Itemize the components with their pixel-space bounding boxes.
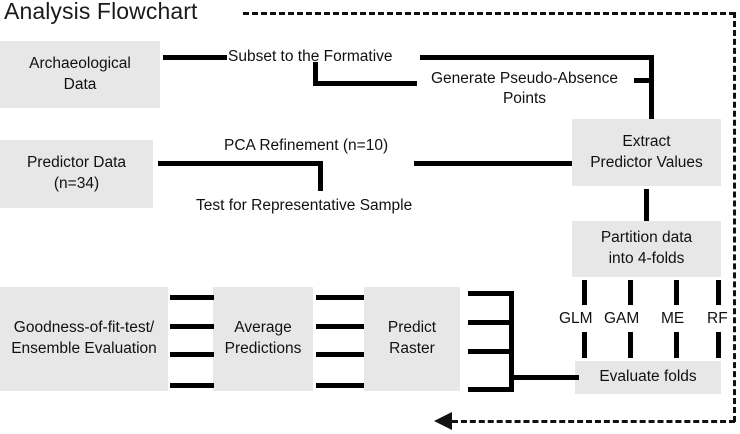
edge-model-gam-to-evaluate: [628, 332, 633, 358]
model-label-glm: GLM: [559, 310, 593, 327]
edge-average-to-goodness-fold-4: [170, 383, 214, 388]
edge-subset-elbow-horizontal: [313, 81, 417, 86]
node-goodness-of-fit-line2: Ensemble Evaluation: [11, 340, 157, 357]
node-goodness-of-fit: Goodness-of-fit-test/ Ensemble Evaluatio…: [0, 287, 168, 391]
edge-archaeological-to-subset: [163, 55, 227, 60]
feedback-loop-top-segment: [243, 12, 735, 15]
bracket-fan-arm-1: [468, 291, 513, 296]
bracket-fan-arm-4: [468, 387, 513, 392]
edge-predict-to-average-fold-3: [316, 352, 364, 357]
node-predictor-data: Predictor Data (n=34): [0, 140, 153, 208]
edge-model-me-to-evaluate: [674, 332, 679, 358]
edge-extract-to-partition: [644, 189, 649, 221]
node-archaeological-data: Archaeological Data: [0, 41, 160, 108]
node-average-predictions-line1: Average: [234, 319, 292, 337]
edge-label-subset-to-formative: Subset to the Formative: [228, 48, 393, 65]
node-extract-predictor-values-line1: Extract: [622, 132, 671, 150]
edge-predict-to-average-fold-2: [316, 324, 364, 329]
node-predictor-data-line2: (n=34): [53, 175, 100, 192]
edge-predict-to-average-fold-1: [316, 295, 364, 300]
edge-average-to-goodness-fold-1: [170, 295, 214, 300]
edge-subset-down-to-extract: [649, 55, 654, 123]
feedback-loop-arrowhead-icon: [434, 412, 452, 430]
node-extract-predictor-values: Extract Predictor Values: [572, 119, 721, 186]
edge-partition-to-model-rf: [716, 280, 721, 305]
edge-evaluate-to-bracket-trunk: [513, 375, 579, 380]
edge-label-generate-pseudo-absence-line1: Generate Pseudo-Absence: [431, 70, 618, 87]
edge-model-rf-to-evaluate: [716, 332, 721, 358]
node-predictor-data-line1: Predictor Data: [26, 154, 127, 172]
edge-pseudo-absence-to-column: [634, 78, 652, 83]
edge-partition-to-model-glm: [582, 280, 587, 305]
bracket-fan-arm-2: [468, 320, 513, 325]
edge-average-to-goodness-fold-2: [170, 324, 214, 329]
model-label-rf: RF: [707, 310, 728, 327]
edge-predictor-to-junction: [158, 161, 323, 166]
bracket-fan-spine: [509, 291, 514, 392]
edge-label-pca-refinement: PCA Refinement (n=10): [224, 137, 389, 154]
figure-title: Analysis Flowchart: [4, 0, 198, 24]
edge-partition-to-model-me: [674, 280, 679, 305]
node-partition-data: Partition data into 4-folds: [572, 221, 721, 277]
feedback-loop-bottom-segment: [452, 420, 735, 423]
node-average-predictions-line2: Predictions: [224, 340, 302, 357]
bracket-fan-arm-3: [468, 349, 513, 354]
edge-predict-to-average-fold-4: [316, 383, 364, 388]
node-archaeological-data-line1: Archaeological: [29, 54, 131, 72]
node-partition-data-line1: Partition data: [600, 229, 693, 247]
node-evaluate-folds-line1: Evaluate folds: [599, 368, 697, 386]
node-predict-raster: Predict Raster: [364, 287, 460, 391]
node-partition-data-line2: into 4-folds: [608, 250, 685, 267]
edge-subset-to-extract-top: [420, 55, 654, 60]
edge-average-to-goodness-fold-3: [170, 352, 214, 357]
edge-subset-elbow-vertical: [313, 62, 318, 86]
node-predict-raster-line2: Raster: [389, 340, 435, 357]
node-extract-predictor-values-line2: Predictor Values: [590, 153, 703, 171]
node-predict-raster-line1: Predict: [387, 319, 437, 337]
node-goodness-of-fit-line1: Goodness-of-fit-test/: [13, 319, 155, 337]
node-evaluate-folds: Evaluate folds: [575, 361, 721, 394]
model-label-me: ME: [661, 310, 685, 327]
node-average-predictions: Average Predictions: [213, 287, 313, 391]
feedback-loop-right-segment: [733, 12, 736, 422]
edge-representative-sample-stem: [318, 161, 323, 191]
edge-label-generate-pseudo-absence-line2: Points: [502, 90, 547, 108]
edge-label-generate-pseudo-absence: Generate Pseudo-Absence Points: [417, 69, 632, 109]
model-label-gam: GAM: [604, 310, 640, 327]
edge-partition-to-model-gam: [628, 280, 633, 305]
node-archaeological-data-line2: Data: [63, 75, 97, 93]
edge-pca-to-extract: [414, 161, 574, 166]
edge-label-test-representative-sample: Test for Representative Sample: [196, 197, 413, 214]
edge-model-glm-to-evaluate: [582, 332, 587, 358]
